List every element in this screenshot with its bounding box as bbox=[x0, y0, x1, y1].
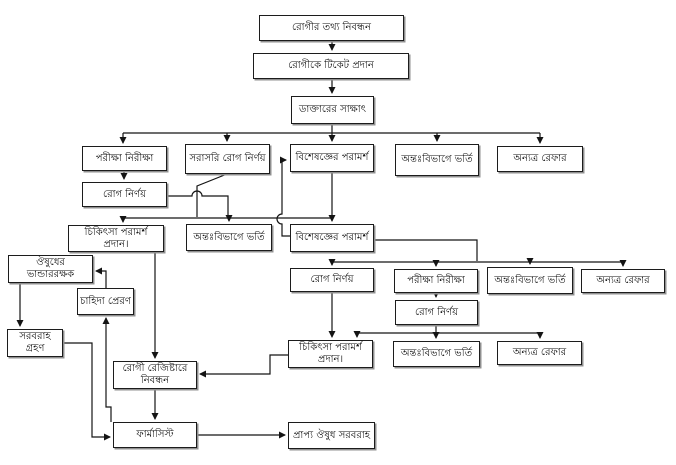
edge-receive-to-pharmacist bbox=[63, 342, 111, 441]
node-label: রোগীর তথ্য নিবন্ধন bbox=[292, 22, 371, 34]
node-supply-receive: সরবরাহ গ্রহণ bbox=[7, 329, 63, 357]
node-label: প্রাপ্য ঔষুধ সরবরাহ bbox=[292, 429, 371, 441]
node-pharmacist: ফার্মাসিস্ট bbox=[113, 422, 197, 448]
node-label: ফার্মাসিস্ট bbox=[136, 429, 174, 441]
node-patient-info-registration: রোগীর তথ্য নিবন্ধন bbox=[259, 15, 404, 41]
node-tests-examination-1: পরীক্ষা নিরীক্ষা bbox=[82, 146, 167, 171]
node-label: পরীক্ষা নিরীক্ষা bbox=[407, 275, 465, 287]
node-label: অন্যত্র রেফার bbox=[513, 153, 567, 165]
node-label: অন্যত্র রেফার bbox=[596, 275, 650, 287]
node-doctor-visit: ডাক্তারের সাক্ষাৎ bbox=[291, 96, 374, 124]
node-treatment-advice-2: চিকিৎসা পরামর্শ প্রদান। bbox=[288, 340, 373, 368]
node-label: রোগ নির্ণয় bbox=[310, 274, 354, 286]
node-label: ঔষুধের ভান্ডাররক্ষক bbox=[26, 257, 75, 280]
node-label: চিকিৎসা পরামর্শ প্রদান। bbox=[299, 342, 362, 365]
node-label: অন্তঃবিভাগে ভর্তি bbox=[400, 348, 473, 360]
edge-advice2-to-register bbox=[199, 354, 288, 378]
node-label: সরবরাহ গ্রহণ bbox=[19, 331, 51, 354]
node-label: বিশেষজ্ঞের পরামর্শ bbox=[295, 232, 369, 244]
node-label: সরাসরি রোগ নির্ণয় bbox=[189, 153, 266, 165]
node-label: রোগ নির্ণয় bbox=[103, 188, 146, 200]
node-inpatient-admission-1: অন্তঃবিভাগে ভর্তি bbox=[395, 144, 479, 176]
node-inpatient-admission-4: অন্তঃবিভাগে ভর্তি bbox=[393, 341, 480, 367]
node-label: রোগী রেজিষ্টারে নিবন্ধন bbox=[122, 363, 188, 386]
node-demand-send: চাহিদা প্রেরণ bbox=[77, 288, 134, 315]
node-inpatient-admission-2: অন্তঃবিভাগে ভর্তি bbox=[186, 224, 272, 251]
node-label: রোগ নির্ণয় bbox=[415, 306, 458, 318]
node-patient-ticket-issue: রোগীকে টিকেট প্রদান bbox=[253, 53, 409, 79]
edge-specialist2-stem bbox=[374, 239, 478, 261]
node-diagnosis-1: রোগ নির্ণয় bbox=[82, 182, 167, 207]
node-diagnosis-3: রোগ নির্ণয় bbox=[395, 300, 478, 325]
node-specialist-consultation-1: বিশেষজ্ঞের পরামর্শ bbox=[290, 144, 374, 172]
node-label: ডাক্তারের সাক্ষাৎ bbox=[299, 104, 366, 116]
node-treatment-advice-1: চিকিৎসা পরামর্শ প্রদান। bbox=[68, 225, 164, 252]
node-patient-register-entry: রোগী রেজিষ্টারে নিবন্ধন bbox=[113, 361, 197, 389]
node-label: অন্তঃবিভাগে ভর্তি bbox=[401, 154, 473, 166]
node-label: অন্তঃবিভাগে ভর্তি bbox=[494, 274, 566, 286]
node-label: রোগীকে টিকেট প্রদান bbox=[288, 60, 374, 72]
edge-specialist2-to-specialist1 bbox=[276, 156, 290, 237]
node-refer-elsewhere-1: অন্যত্র রেফার bbox=[497, 146, 583, 172]
node-label: বিশেষজ্ঞের পরামর্শ bbox=[295, 152, 369, 164]
edge-demand-to-storekeeper bbox=[95, 267, 107, 288]
node-label: পরীক্ষা নিরীক্ষা bbox=[95, 152, 154, 164]
edge-direct-diagnosis-feed bbox=[196, 173, 228, 217]
edge-pharmacist-to-demand bbox=[102, 317, 112, 422]
node-direct-diagnosis: সরাসরি রোগ নির্ণয় bbox=[185, 144, 270, 174]
node-specialist-consultation-2: বিশেষজ্ঞের পরামর্শ bbox=[290, 224, 374, 252]
node-medicine-supply: প্রাপ্য ঔষুধ সরবরাহ bbox=[288, 422, 375, 449]
node-refer-elsewhere-2: অন্যত্র রেফার bbox=[581, 269, 665, 293]
node-medicine-storekeeper: ঔষুধের ভান্ডাররক্ষক bbox=[8, 255, 93, 283]
node-refer-elsewhere-3: অন্যত্র রেফার bbox=[497, 341, 582, 365]
node-label: অন্তঃবিভাগে ভর্তি bbox=[193, 231, 265, 243]
node-inpatient-admission-3: অন্তঃবিভাগে ভর্তি bbox=[487, 267, 573, 294]
edge-diagnosis1-feed bbox=[167, 190, 229, 217]
node-diagnosis-2: রোগ নির্ণয় bbox=[290, 268, 374, 292]
node-label: অন্যত্র রেফার bbox=[512, 347, 567, 359]
node-label: চিকিৎসা পরামর্শ প্রদান। bbox=[84, 226, 148, 250]
node-label: চাহিদা প্রেরণ bbox=[80, 295, 131, 307]
node-tests-examination-2: পরীক্ষা নিরীক্ষা bbox=[394, 269, 478, 293]
